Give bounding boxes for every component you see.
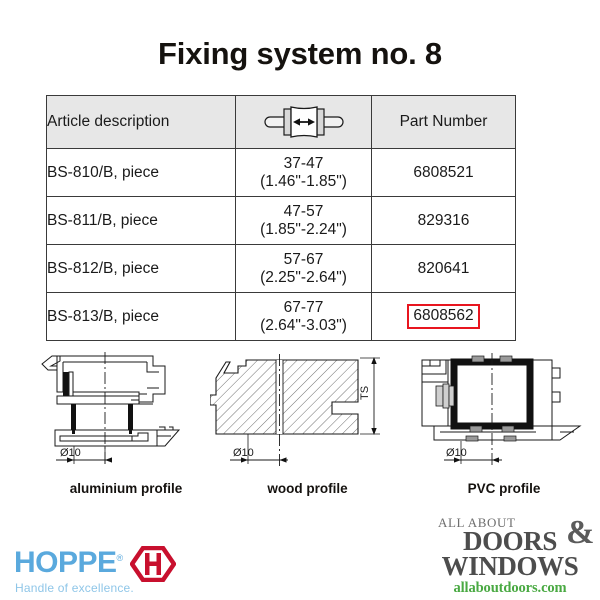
cell-part-number-highlighted: 6808562: [371, 292, 516, 341]
dimension-metric: 57-67: [283, 251, 324, 269]
gasket-bellow: [448, 385, 455, 407]
aad-website-url[interactable]: allaboutdoors.com: [453, 580, 567, 597]
header-dimension-icon-cell: [235, 95, 372, 149]
fixing-system-table: Article description: [46, 95, 516, 341]
cell-article-description: BS-813/B, piece: [46, 292, 236, 341]
cell-article-description: BS-812/B, piece: [46, 244, 236, 293]
ts-label: TS: [359, 386, 371, 400]
aad-doors-text: DOORS: [462, 526, 558, 556]
registered-trademark-icon: ®: [116, 553, 124, 563]
aad-line-doors: DOORS &: [424, 516, 596, 556]
cell-part-number: 829316: [371, 196, 516, 245]
dimension-metric: 37-47: [283, 155, 324, 173]
table-header-row: Article description: [46, 95, 516, 149]
table-row: BS-813/B, piece 67-77 (2.64"-3.03") 6808…: [46, 292, 516, 341]
table-row: BS-811/B, piece 47-57 (1.85"-2.24") 8293…: [46, 196, 516, 245]
aad-line-all-about: ALL ABOUT: [438, 515, 516, 530]
cell-dimension: 47-57 (1.85"-2.24"): [235, 196, 372, 245]
gasket: [501, 425, 515, 433]
cell-dimension: 37-47 (1.46"-1.85"): [235, 148, 372, 197]
fixing-screw: [128, 404, 133, 430]
gasket-bellow: [442, 383, 450, 409]
spacer-width-dimension-icon: [263, 106, 344, 138]
hoppe-wordmark: HOPPE®: [14, 548, 123, 578]
diameter-label: Ø10: [446, 447, 467, 459]
aluminium-profile-drawing: Ø10: [41, 352, 181, 466]
table-row: BS-810/B, piece 37-47 (1.46"-1.85") 6808…: [46, 148, 516, 197]
gasket-bellow: [435, 385, 444, 407]
gasket: [469, 425, 483, 433]
dimension-imperial: (2.25"-2.64"): [260, 268, 347, 286]
cell-article-description: BS-811/B, piece: [46, 196, 236, 245]
hoppe-wordmark-text: HOPPE: [14, 546, 117, 579]
fixing-screw: [71, 404, 76, 430]
gasket: [503, 435, 517, 442]
header-part-number: Part Number: [371, 95, 516, 149]
cell-part-number: 820641: [371, 244, 516, 293]
hoppe-logo: HOPPE® Handle of excellence.: [14, 546, 224, 595]
wood-section-outline: [209, 359, 359, 435]
caption-wood-profile: wood profile: [267, 481, 348, 496]
page-title: Fixing system no. 8: [158, 36, 442, 71]
diameter-label: Ø10: [233, 447, 254, 459]
dimension-metric: 47-57: [283, 203, 324, 221]
dimension-imperial: (2.64"-3.03"): [260, 316, 347, 334]
gasket: [471, 355, 485, 363]
cell-dimension: 57-67 (2.25"-2.64"): [235, 244, 372, 293]
aad-ampersand: &: [566, 514, 594, 551]
aluminium-profile-figure: Ø10: [36, 348, 216, 483]
header-article-description: Article description: [46, 95, 236, 149]
pvc-profile-figure: Ø10: [414, 348, 594, 483]
highlighted-part-number: 6808562: [407, 304, 480, 329]
wood-profile-figure: Ø10 TS: [209, 348, 405, 483]
table-row: BS-812/B, piece 57-67 (2.25"-2.64") 8206…: [46, 244, 516, 293]
hoppe-hexagon-icon: [130, 546, 176, 582]
gasket: [465, 435, 479, 442]
aad-line-windows: WINDOWS: [441, 551, 579, 582]
dimension-imperial: (1.46"-1.85"): [260, 172, 347, 190]
wood-profile-drawing: Ø10 TS: [209, 354, 380, 468]
dimension-metric: 67-77: [283, 299, 324, 317]
all-about-doors-logo[interactable]: ALL ABOUT DOORS & WINDOWS allaboutdoors.…: [424, 516, 596, 597]
gasket: [499, 355, 513, 363]
caption-aluminium-profile: aluminium profile: [69, 481, 183, 496]
caption-pvc-profile: PVC profile: [467, 481, 541, 496]
dimension-imperial: (1.85"-2.24"): [260, 220, 347, 238]
cell-part-number: 6808521: [371, 148, 516, 197]
cell-dimension: 67-77 (2.64"-3.03"): [235, 292, 372, 341]
hoppe-tagline: Handle of excellence.: [15, 581, 134, 595]
pvc-profile-drawing: Ø10: [421, 353, 582, 466]
cell-article-description: BS-810/B, piece: [46, 148, 236, 197]
diameter-label: Ø10: [60, 447, 81, 459]
